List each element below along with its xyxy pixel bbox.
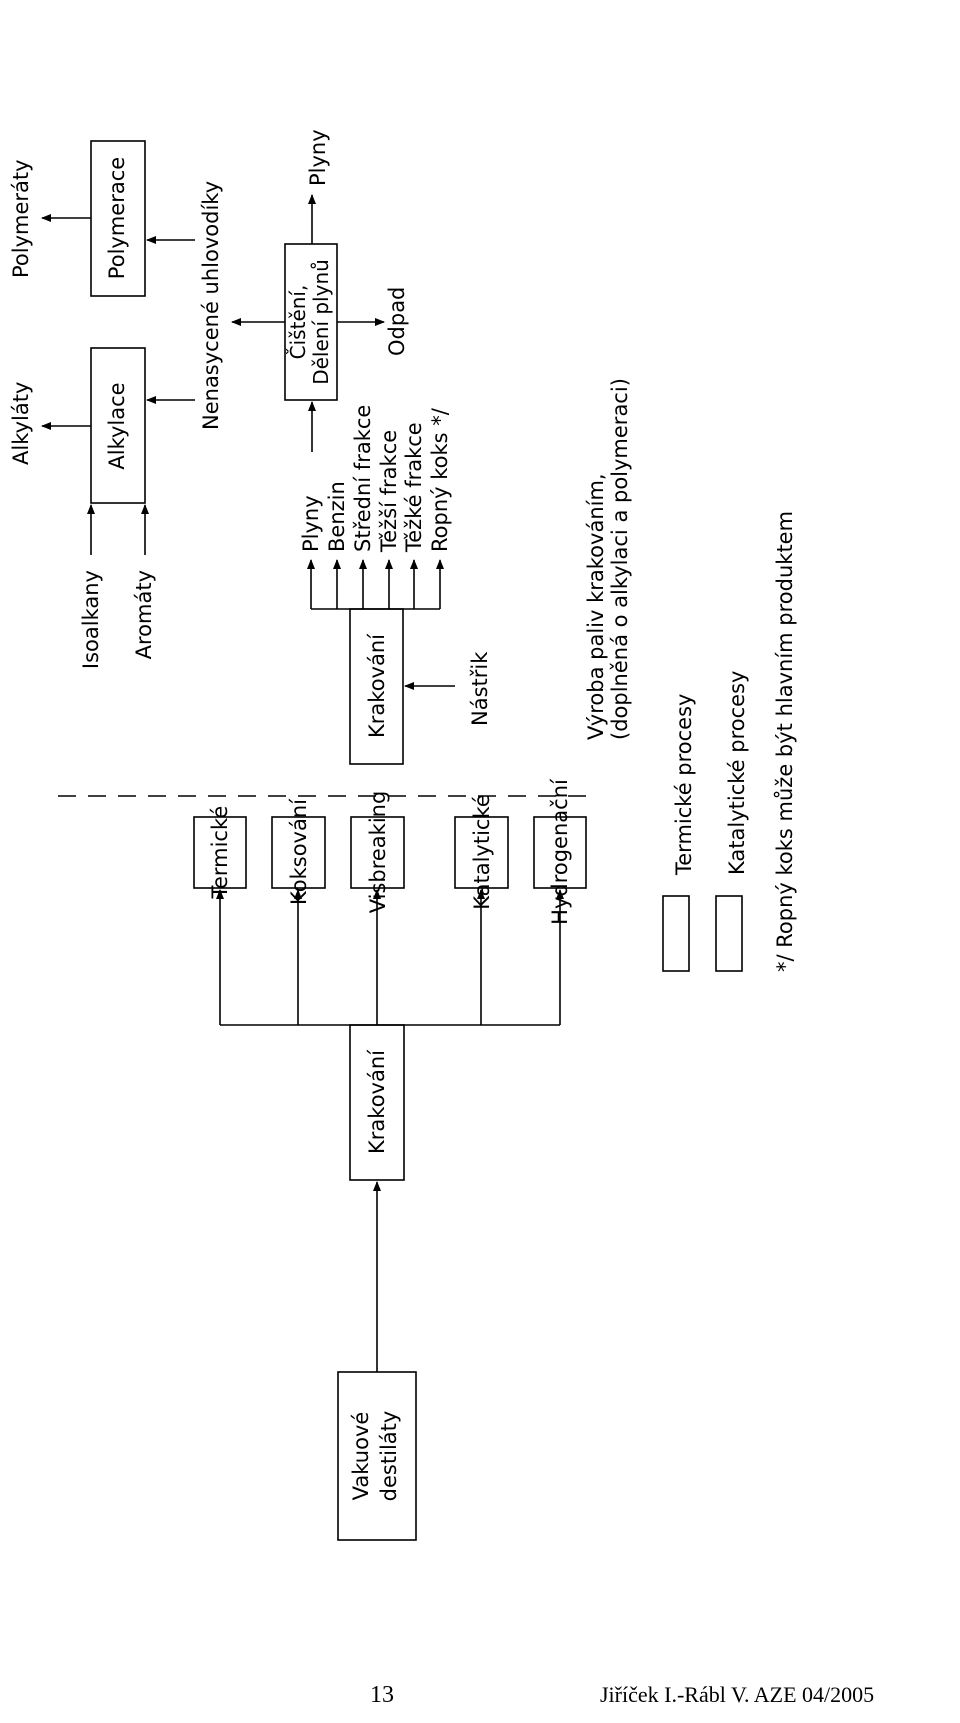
odpad-label: Odpad	[385, 287, 409, 356]
legend-catalytic-label: Katalytické procesy	[725, 671, 749, 875]
product-label-tezke: Těžké frakce	[402, 422, 426, 553]
polymeraty-label: Polymeráty	[9, 159, 33, 278]
branch-box-visbreaking: Visbreaking	[350, 791, 405, 914]
footer-credit: Jiříček I.-Rábl V. AZE 04/2005	[600, 1682, 874, 1707]
product-label-koks: Ropný koks */	[428, 407, 452, 552]
source-box: Vakuové destiláty	[337, 1371, 417, 1541]
product-label-benzin: Benzin	[325, 481, 349, 552]
branch-box-thermal: Termické	[193, 806, 247, 900]
source-label-line2: destiláty	[377, 1411, 401, 1502]
caption-line2: (doplněná o alkylaci a polymeraci)	[608, 378, 632, 740]
branch-label-thermal: Termické	[208, 806, 232, 900]
isoalkany-label: Isoalkany	[79, 570, 103, 669]
product-label-tezsi: Těžší frakce	[377, 430, 401, 553]
footnote-coke: */ Ropný koks může být hlavním produktem	[773, 511, 797, 972]
branch-label-visbreaking: Visbreaking	[366, 791, 390, 914]
legend-catalytic: Katalytické procesy	[715, 671, 749, 972]
branch-label-coking: Koksování	[287, 798, 311, 905]
alkylation-label: Alkylace	[105, 382, 129, 469]
cracking-right-box: Krakování	[349, 608, 404, 765]
cracking-right-label: Krakování	[365, 633, 389, 738]
alkylaty-label: Alkyláty	[9, 382, 33, 465]
alkylation-box: Alkylace	[90, 347, 146, 504]
branch-box-coking: Koksování	[271, 798, 326, 905]
gas-treatment-label-line2: Dělení plynů	[309, 259, 333, 385]
branch-label-hydro: Hydrogenační	[548, 778, 572, 925]
polymerization-label: Polymerace	[105, 157, 129, 279]
branch-box-catalytic: Katalytické	[454, 794, 509, 910]
product-label-stredni: Střední frakce	[351, 405, 375, 552]
polymerization-box: Polymerace	[90, 140, 146, 297]
product-label-plyny: Plyny	[299, 495, 323, 552]
nastrik-label: Nástřik	[468, 651, 492, 726]
branch-label-catalytic: Katalytické	[470, 794, 494, 910]
legend-thermal-label: Termické procesy	[672, 694, 696, 876]
gas-treatment-label-line1: Čištění,	[286, 285, 310, 360]
legend-thermal: Termické procesy	[662, 694, 696, 972]
gas-treatment-box: Čištění, Dělení plynů	[284, 243, 338, 401]
aromaty-label: Aromáty	[132, 570, 156, 659]
unsaturated-label: Nenasycené uhlovodíky	[199, 181, 223, 430]
gas-plyny-label: Plyny	[306, 129, 330, 186]
cracking-center-label: Krakování	[365, 1049, 389, 1154]
caption-line1: Výroba paliv krakováním,	[584, 473, 608, 740]
source-label-line1: Vakuové	[349, 1412, 373, 1501]
branch-box-hydro: Hydrogenační	[533, 778, 587, 925]
cracking-center-box: Krakování	[349, 1024, 405, 1181]
page-number: 13	[370, 1682, 394, 1708]
